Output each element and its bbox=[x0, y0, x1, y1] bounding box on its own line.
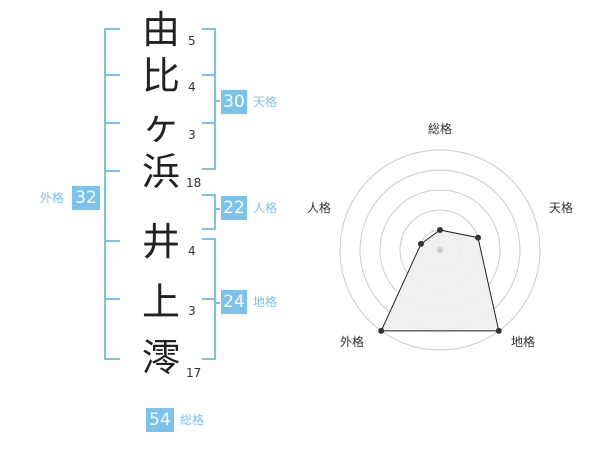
soukaku-label: 総格 bbox=[180, 413, 205, 427]
name-char: ヶ bbox=[141, 104, 180, 148]
tenkaku-value-badge: 30 bbox=[221, 90, 247, 114]
name-char: 井 bbox=[141, 220, 180, 264]
stroke-count: 3 bbox=[188, 304, 196, 318]
radar-point-soukaku bbox=[437, 227, 443, 233]
name-char: 澪 bbox=[141, 336, 180, 380]
radar-ring bbox=[339, 149, 541, 351]
stroke-count: 17 bbox=[186, 366, 202, 380]
radar-center-dot bbox=[437, 247, 443, 253]
radar-label-jinkaku: 人格 bbox=[307, 200, 331, 215]
name-char: 上 bbox=[141, 280, 180, 324]
radar-point-chikaku bbox=[495, 327, 502, 334]
gaikaku-value-badge: 32 bbox=[72, 186, 100, 210]
jinkaku-label: 人格 bbox=[253, 201, 278, 215]
soukaku-value-badge: 54 bbox=[146, 408, 174, 432]
jinkaku-value-badge: 22 bbox=[221, 196, 247, 220]
name-char: 由 bbox=[141, 8, 180, 52]
tenkaku-label: 天格 bbox=[253, 95, 278, 109]
radar-label-soukaku: 総格 bbox=[428, 121, 452, 136]
radar-polygon bbox=[380, 229, 500, 332]
radar-point-jinkaku bbox=[417, 240, 424, 247]
radar-point-gaikaku bbox=[378, 327, 385, 334]
name-char: 比 bbox=[141, 54, 180, 98]
radar-label-gaikaku: 外格 bbox=[340, 334, 364, 349]
stroke-count: 3 bbox=[188, 128, 196, 142]
gaikaku-label: 外格 bbox=[40, 191, 65, 205]
chikaku-value-badge: 24 bbox=[221, 290, 247, 314]
stroke-count: 18 bbox=[186, 176, 202, 190]
stroke-count: 5 bbox=[188, 34, 196, 48]
radar-point-tenkaku bbox=[475, 234, 482, 241]
name-char: 浜 bbox=[141, 150, 180, 194]
radar-chart: 総格 天格 地格 外格 人格 bbox=[307, 121, 573, 351]
radar-label-chikaku: 地格 bbox=[511, 334, 535, 349]
stroke-count: 4 bbox=[188, 244, 196, 258]
radar-points bbox=[378, 227, 502, 334]
radar-label-tenkaku: 天格 bbox=[549, 200, 573, 215]
chikaku-label: 地格 bbox=[253, 295, 278, 309]
stroke-count: 4 bbox=[188, 80, 196, 94]
